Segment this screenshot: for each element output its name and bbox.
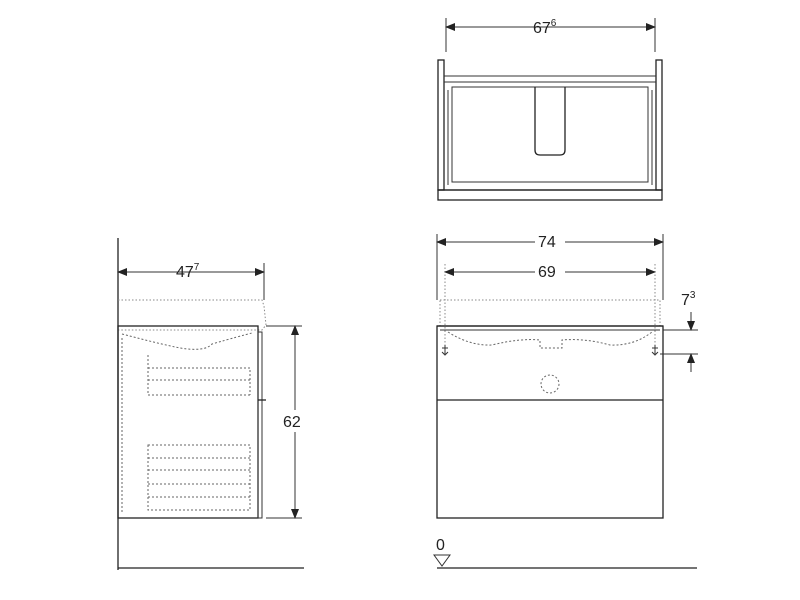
top-left-rail bbox=[437, 59, 445, 191]
front-drain-opening bbox=[540, 374, 560, 394]
top-view: 676 bbox=[437, 18, 663, 201]
side-height-label: 62 bbox=[283, 414, 301, 431]
front-anchor-left-icon bbox=[441, 345, 449, 356]
top-siphon-cutout bbox=[534, 87, 566, 156]
side-lower-drawer bbox=[147, 444, 251, 511]
front-inner-label: 69 bbox=[538, 264, 556, 281]
front-basin-bowl bbox=[447, 331, 653, 349]
side-cabinet bbox=[117, 325, 259, 519]
side-front-panel bbox=[257, 331, 263, 519]
front-outer-label: 74 bbox=[538, 234, 556, 251]
floor-level-label: 0 bbox=[436, 537, 445, 554]
floor-level-marker-icon bbox=[433, 554, 451, 567]
side-upper-drawer bbox=[147, 355, 251, 396]
top-front-panel bbox=[437, 189, 663, 201]
side-view: 477 62 bbox=[117, 238, 308, 570]
front-inner-label-bg bbox=[535, 262, 565, 280]
front-outer-label-bg bbox=[535, 232, 565, 250]
front-basin-outline bbox=[439, 299, 661, 327]
top-width-label: 676 bbox=[533, 18, 557, 37]
top-drawer-box bbox=[451, 86, 649, 183]
front-anchor-right-icon bbox=[651, 345, 659, 356]
front-cabinet bbox=[436, 325, 664, 519]
side-basin-outline bbox=[118, 299, 267, 331]
side-depth-label: 477 bbox=[176, 262, 200, 281]
side-height-label-bg bbox=[280, 410, 308, 432]
top-right-rail bbox=[655, 59, 663, 191]
side-basin-bowl bbox=[121, 332, 253, 350]
front-offset-label: 73 bbox=[681, 290, 696, 309]
front-view: 74 69 73 0 bbox=[433, 232, 698, 569]
